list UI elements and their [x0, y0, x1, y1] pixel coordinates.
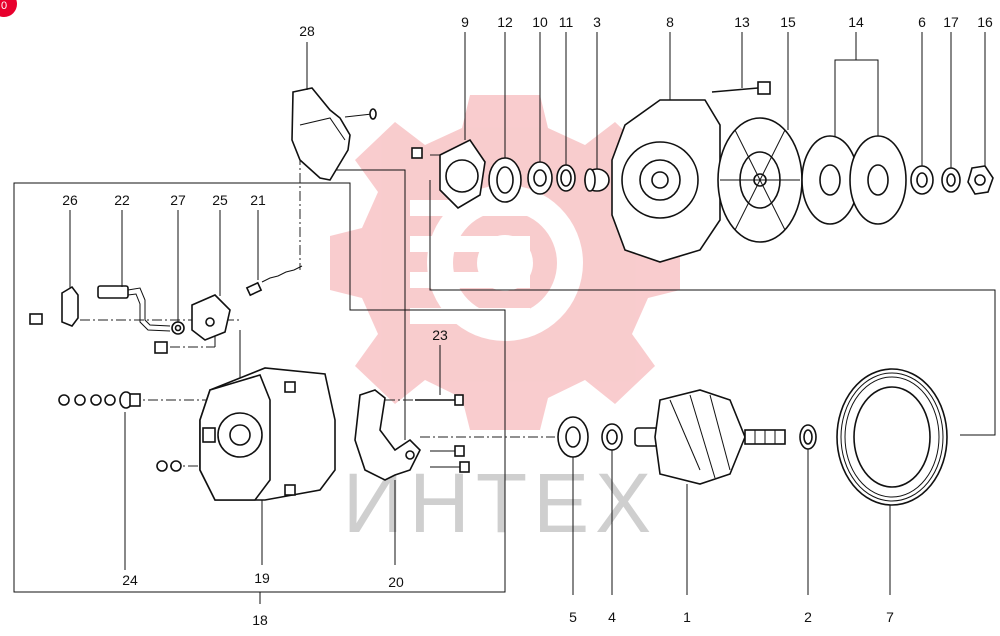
terminal-plate-25	[154, 294, 231, 354]
svg-text:0: 0	[1, 0, 7, 12]
corner-badge: 0	[0, 0, 17, 17]
voltage-regulator-28	[291, 87, 377, 181]
callout-labels: 28 9 12 10 11 3 8 13 15 14 6 17 16 26 22…	[62, 14, 993, 628]
label-8: 8	[666, 14, 674, 30]
label-19: 19	[254, 570, 270, 586]
label-16: 16	[977, 14, 993, 30]
bearing-5	[557, 416, 589, 595]
washer-10	[527, 32, 553, 195]
label-14: 14	[848, 14, 864, 30]
assembly-frame	[13, 182, 506, 604]
label-1: 1	[683, 609, 691, 625]
callout-leaders	[69, 42, 308, 322]
label-24: 24	[122, 572, 138, 588]
plate-26	[29, 285, 79, 327]
label-15: 15	[780, 14, 796, 30]
label-13: 13	[734, 14, 750, 30]
label-26: 26	[62, 192, 78, 208]
label-11: 11	[559, 14, 574, 30]
stator-7	[836, 368, 948, 595]
label-17: 17	[943, 14, 959, 30]
washer-6	[910, 32, 934, 195]
fan-15	[717, 32, 803, 243]
label-21: 21	[250, 192, 266, 208]
lock-washer-17	[941, 32, 961, 193]
ring-2	[799, 424, 817, 595]
label-27: 27	[170, 192, 186, 208]
label-10: 10	[532, 14, 548, 30]
nut-16	[967, 32, 994, 195]
label-2: 2	[804, 609, 812, 625]
label-28: 28	[299, 23, 315, 39]
label-20: 20	[388, 574, 404, 590]
label-7: 7	[886, 609, 894, 625]
rectifier-20	[354, 389, 421, 565]
label-5: 5	[569, 609, 577, 625]
label-23: 23	[432, 327, 448, 343]
label-9: 9	[461, 14, 469, 30]
label-25: 25	[212, 192, 228, 208]
rear-housing-19	[199, 367, 336, 565]
rotor-1	[634, 389, 786, 595]
bolt-13	[711, 32, 771, 95]
nut-27	[171, 321, 185, 335]
spacer-3	[584, 32, 610, 192]
label-6: 6	[918, 14, 926, 30]
front-housing-8	[611, 32, 721, 263]
pulley-14	[801, 32, 907, 225]
ring-11	[556, 32, 576, 192]
bearing-plate-9	[411, 32, 486, 210]
terminal-stack-24	[58, 391, 182, 570]
label-4: 4	[608, 609, 616, 625]
spacer-4	[601, 423, 623, 595]
cable-22	[97, 285, 171, 332]
bearing-12	[488, 32, 522, 203]
label-22: 22	[114, 192, 130, 208]
label-18: 18	[252, 612, 268, 628]
label-3: 3	[593, 14, 601, 30]
brush-spring-21	[245, 265, 303, 297]
label-12: 12	[497, 14, 513, 30]
bolt-23	[415, 345, 470, 473]
